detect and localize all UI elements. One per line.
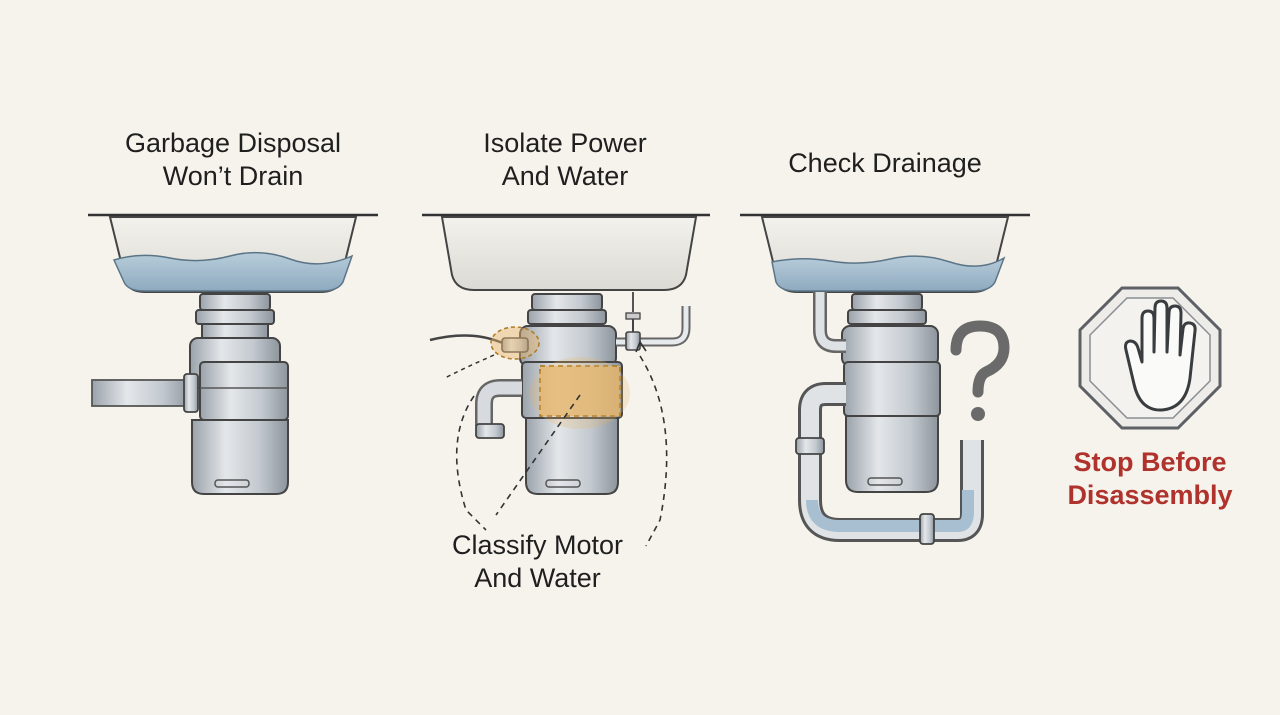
callout-line2: And Water — [474, 563, 601, 593]
step-1-title-line1: Garbage Disposal — [124, 128, 342, 158]
step-3-title: Check Drainage — [740, 147, 1030, 180]
step-1-title-line2: Won’t Drain — [162, 161, 304, 191]
callout-line1: Classify Motor — [451, 530, 624, 560]
panel-1-disposal — [91, 293, 289, 495]
panel-3-sink — [740, 213, 1030, 293]
step-2-title-line1: Isolate Power — [483, 128, 647, 158]
panel-2-disposal — [429, 292, 691, 547]
step-1-title: Garbage Disposal Won’t Drain — [88, 127, 378, 193]
warning-line2: Disassembly — [1067, 480, 1233, 510]
panel-2-sink — [422, 213, 710, 291]
question-mark-icon — [950, 320, 1010, 421]
warning-label: Stop Before Disassembly — [1050, 446, 1250, 512]
warning-line1: Stop Before — [1073, 447, 1227, 477]
step-2-title-line2: And Water — [501, 161, 629, 191]
step-3-title-line1: Check Drainage — [788, 148, 982, 178]
stop-hand-icon — [1078, 286, 1222, 430]
panel-3-disposal — [795, 292, 984, 545]
callout-label: Classify Motor And Water — [410, 529, 665, 595]
panel-1-sink — [88, 213, 378, 293]
step-2-title: Isolate Power And Water — [420, 127, 710, 193]
